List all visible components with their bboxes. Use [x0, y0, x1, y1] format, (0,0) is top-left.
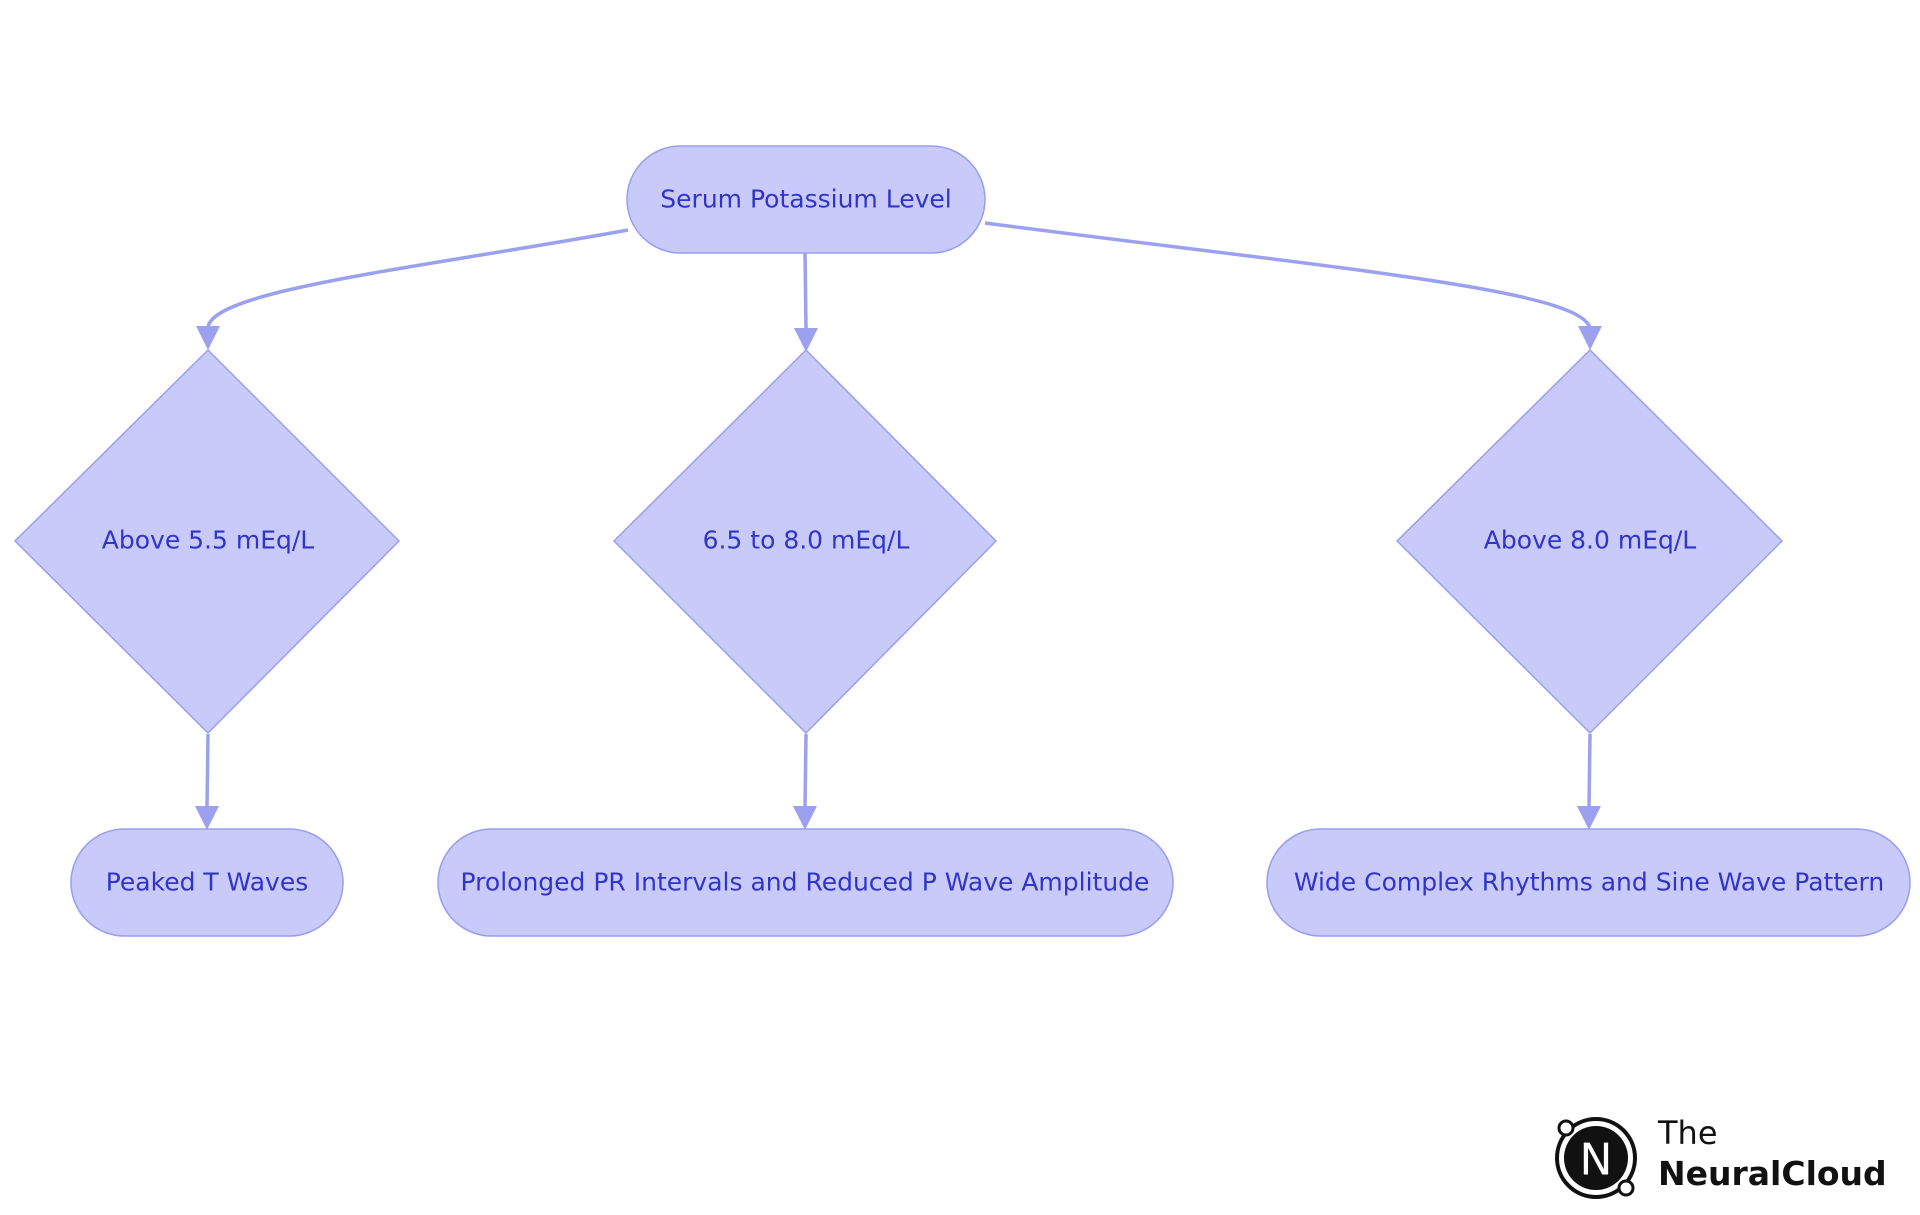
- arrowhead-outcome-2: [793, 806, 817, 830]
- outcome-node-3: Wide Complex Rhythms and Sine Wave Patte…: [1266, 828, 1911, 937]
- condition-node-1: Above 5.5 mEq/L: [13, 348, 401, 735]
- logo-text-line2: NeuralCloud: [1658, 1154, 1887, 1193]
- edge-condition-1-to-outcome-1: [205, 733, 210, 809]
- logo-text-line1: The: [1657, 1114, 1718, 1152]
- logo-disc-icon: [1564, 1126, 1628, 1190]
- logo-node-dot-icon: [1617, 1179, 1635, 1197]
- condition-node-3: Above 8.0 mEq/L: [1395, 348, 1784, 735]
- outcome-node-2-label: Prolonged PR Intervals and Reduced P Wav…: [461, 868, 1150, 897]
- edge-root-to-condition-1: [206, 228, 629, 329]
- logo-node-dot-icon: [1557, 1119, 1575, 1137]
- arrowhead-condition-3: [1578, 326, 1602, 350]
- arrowhead-condition-1: [196, 326, 220, 350]
- edge-root-to-condition-2: [803, 251, 808, 329]
- arrowhead-condition-2: [794, 328, 818, 352]
- edge-condition-2-to-outcome-2: [803, 733, 808, 809]
- edge-root-to-condition-3: [984, 221, 1592, 329]
- edge-condition-3-to-outcome-3: [1587, 733, 1592, 809]
- condition-node-3-label: Above 8.0 mEq/L: [1484, 526, 1697, 555]
- outcome-node-1-label: Peaked T Waves: [106, 868, 309, 897]
- root-node: Serum Potassium Level: [626, 145, 986, 254]
- outcome-node-2: Prolonged PR Intervals and Reduced P Wav…: [437, 828, 1174, 937]
- outcome-node-1: Peaked T Waves: [70, 828, 344, 937]
- condition-node-2-label: 6.5 to 8.0 mEq/L: [703, 526, 910, 555]
- condition-node-2: 6.5 to 8.0 mEq/L: [612, 348, 998, 735]
- logo: N The NeuralCloud: [1555, 1114, 1887, 1199]
- root-node-label: Serum Potassium Level: [660, 185, 951, 214]
- logo-letter: N: [1580, 1135, 1613, 1186]
- arrowhead-outcome-1: [195, 806, 219, 830]
- outcome-node-3-label: Wide Complex Rhythms and Sine Wave Patte…: [1294, 868, 1884, 897]
- condition-node-1-label: Above 5.5 mEq/L: [102, 526, 315, 555]
- edges: [195, 221, 1602, 830]
- arrowhead-outcome-3: [1577, 806, 1601, 830]
